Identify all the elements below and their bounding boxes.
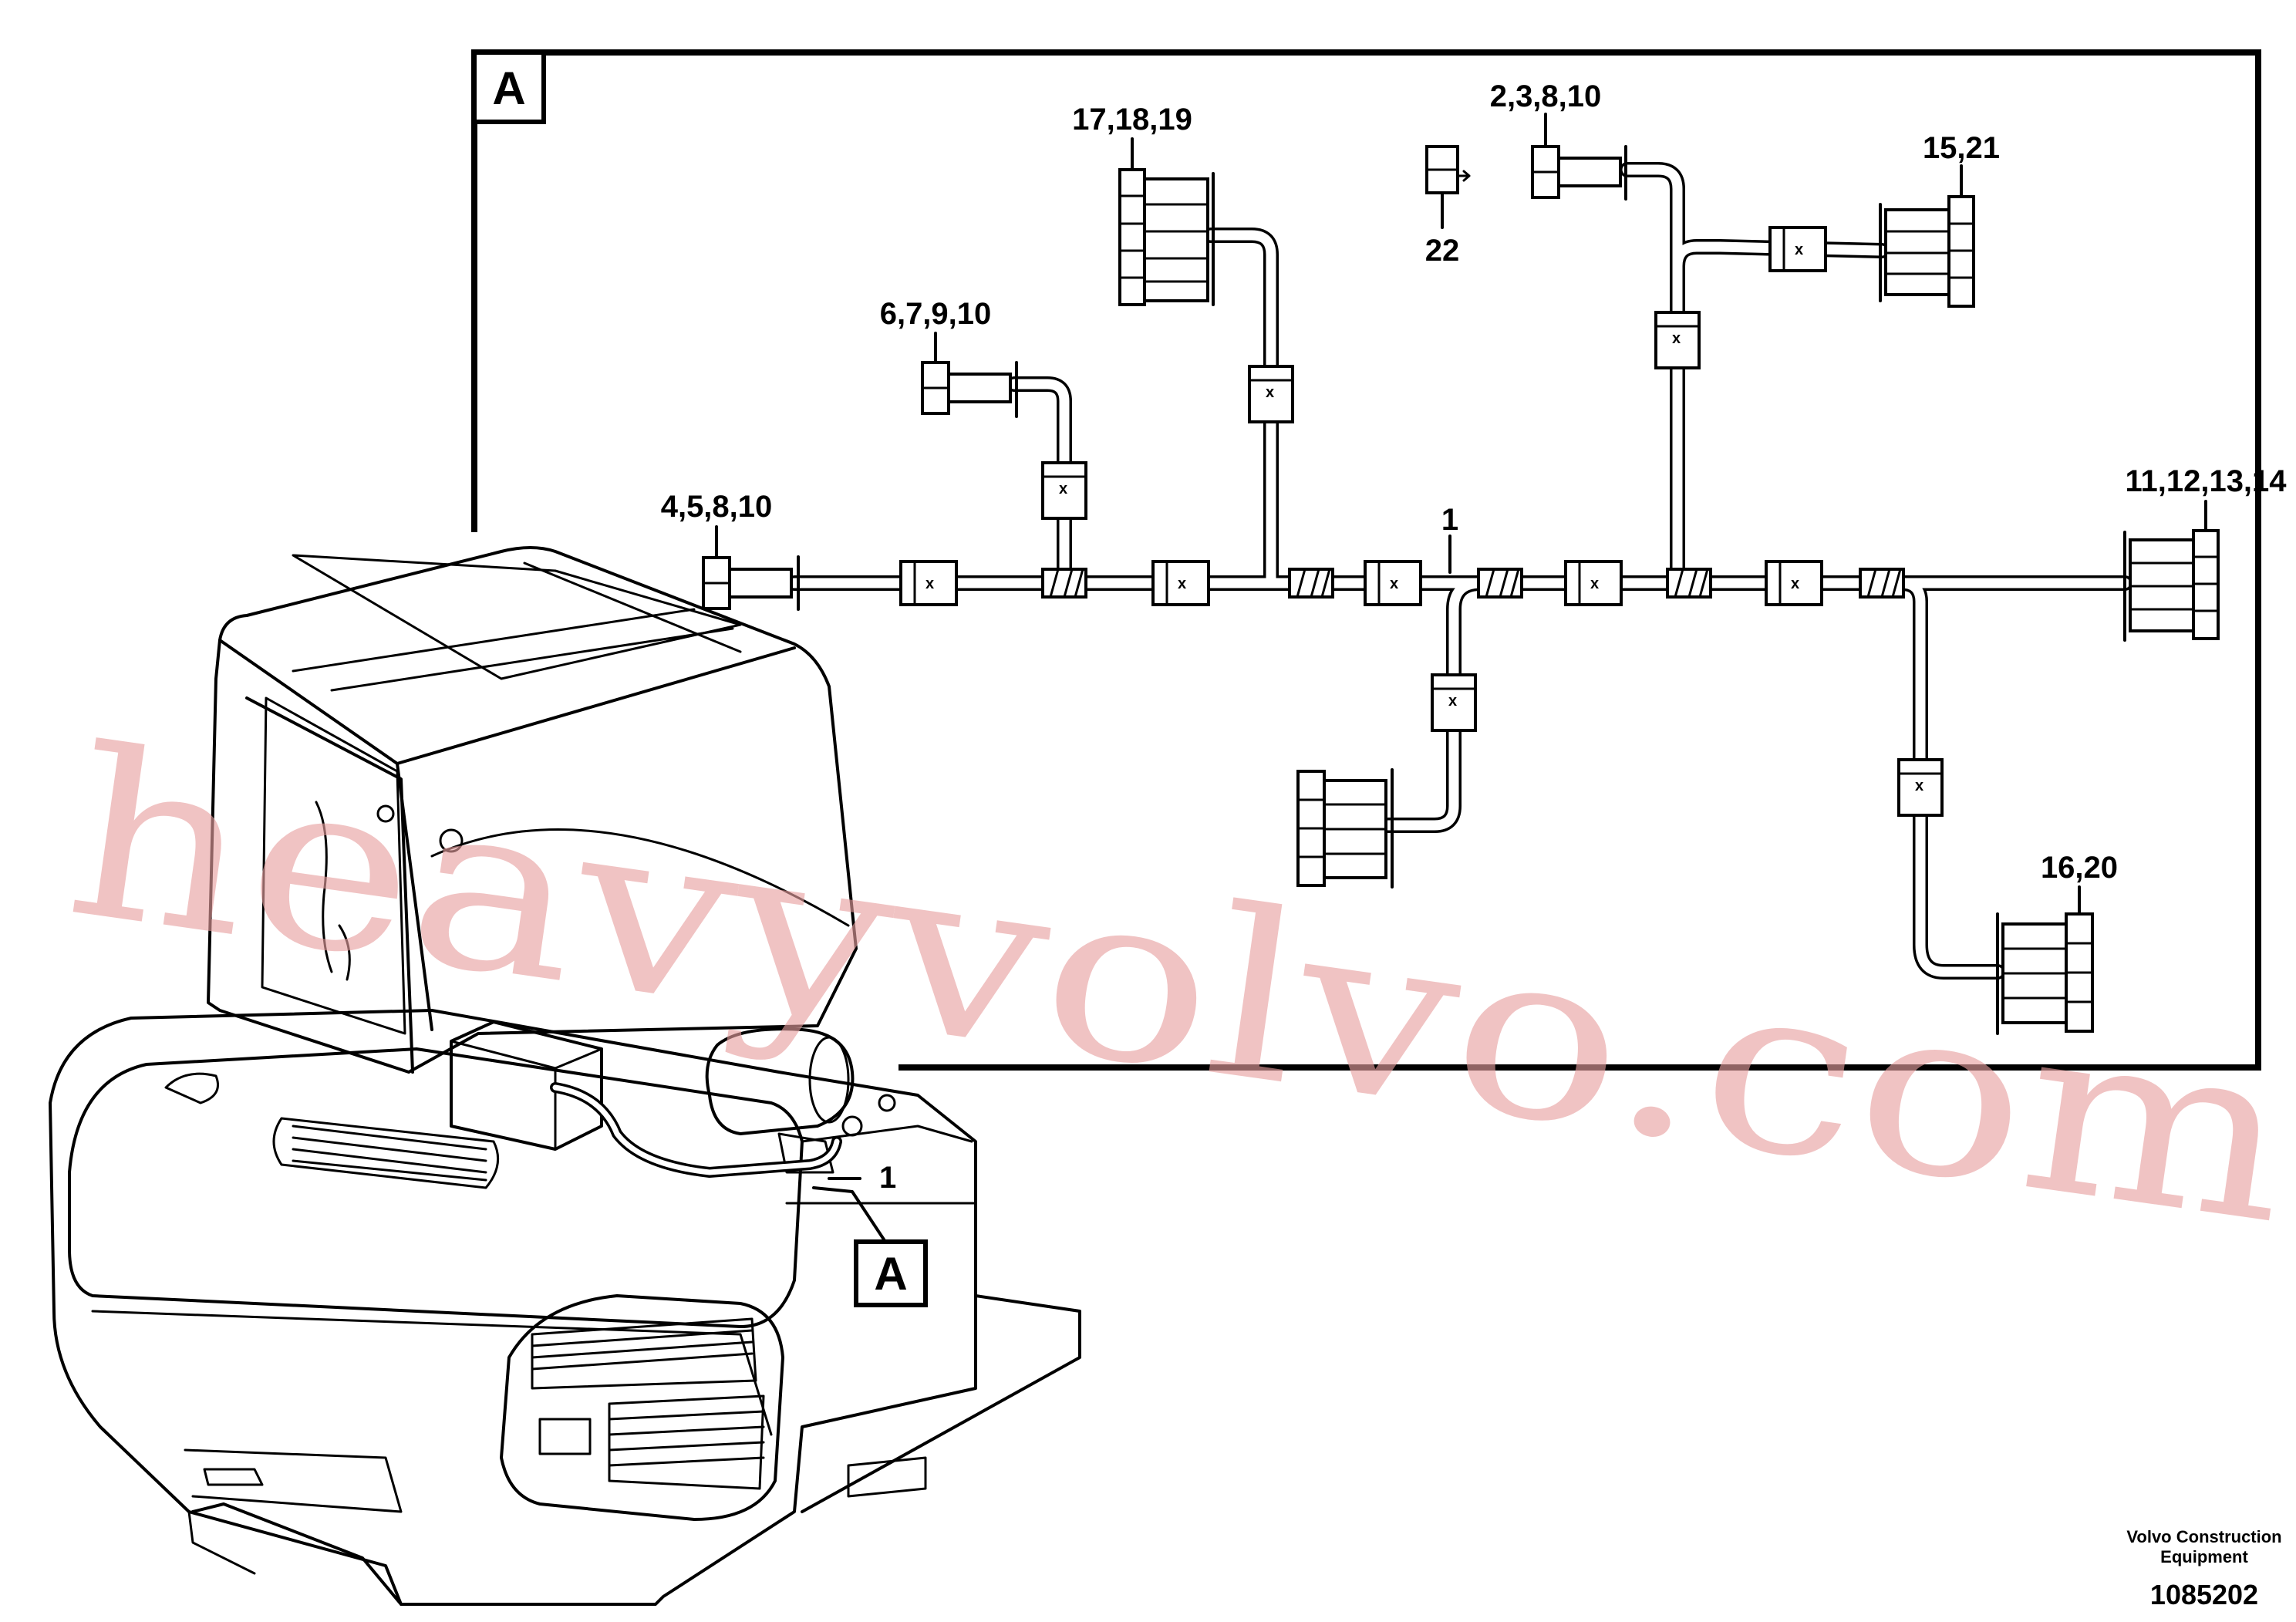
connector-6-7-9-10 (921, 361, 1018, 418)
svg-text:x: x (1590, 575, 1599, 592)
company-line-1: Volvo Construction (2126, 1527, 2281, 1546)
title-block: Volvo Construction Equipment 1085202 (2126, 1527, 2281, 1610)
engine-hood (49, 1009, 1081, 1606)
svg-text:x: x (1448, 693, 1457, 710)
svg-text:x: x (1390, 575, 1398, 592)
svg-text:x: x (1266, 384, 1274, 401)
company-line-2: Equipment (2160, 1547, 2248, 1566)
svg-text:x: x (1915, 777, 1923, 794)
svg-text:x: x (1672, 330, 1681, 347)
callout-harness-item: 1 (1441, 503, 1458, 537)
callout-label-A: A (874, 1248, 907, 1300)
callout-16-20: 16,20 (2041, 851, 2118, 885)
detail-frame: A (471, 49, 2261, 1071)
tape-wraps (1041, 568, 1905, 599)
connector-15-21 (1879, 195, 1975, 308)
connector-17-18-19 (1118, 168, 1215, 306)
svg-text:x: x (1791, 575, 1799, 592)
machine-harness-item: 1 (879, 1161, 896, 1195)
wiring-harness: x x x x x x x x x x x (661, 79, 2288, 1035)
svg-text:x: x (1178, 575, 1186, 592)
inline-connectors: x x x x x x x x x x x (899, 226, 1944, 817)
svg-text:x: x (1795, 241, 1803, 258)
svg-text:x: x (925, 575, 934, 592)
machine-harness: 1 (550, 1082, 896, 1243)
drawing-number: 1085202 (2150, 1579, 2258, 1610)
callout-22: 22 (1425, 234, 1460, 268)
connector-4-5-8-10 (702, 555, 800, 611)
callout-2-3-8-10: 2,3,8,10 (1490, 79, 1602, 113)
svg-text:x: x (1059, 481, 1067, 497)
callout-labels: 4,5,8,10 6,7,9,10 17,18,19 2,3,8,10 22 1… (661, 79, 2288, 885)
callout-4-5-8-10: 4,5,8,10 (661, 490, 773, 524)
callout-15-21: 15,21 (1923, 131, 2000, 165)
leader-lines (715, 113, 2207, 916)
watermark: heavyvolvo.com (54, 698, 2296, 1276)
connector-2-3-8-10 (1531, 145, 1627, 201)
view-callout-A: A (854, 1239, 928, 1307)
frame-label: A (492, 62, 525, 114)
cab (207, 546, 858, 1074)
callout-11-12-13-14: 11,12,13,14 (2125, 464, 2287, 498)
connector-16-20 (1996, 912, 2094, 1035)
connector-11-12-13-14 (2123, 529, 2220, 642)
excavator-upper-structure: 1 A (49, 546, 1081, 1606)
watermark-text: heavyvolvo.com (54, 698, 2296, 1276)
connector-22 (1425, 145, 1471, 229)
callout-6-7-9-10: 6,7,9,10 (880, 297, 992, 331)
connector-branch-bottom (1296, 768, 1394, 889)
callout-17-18-19: 17,18,19 (1072, 103, 1192, 137)
